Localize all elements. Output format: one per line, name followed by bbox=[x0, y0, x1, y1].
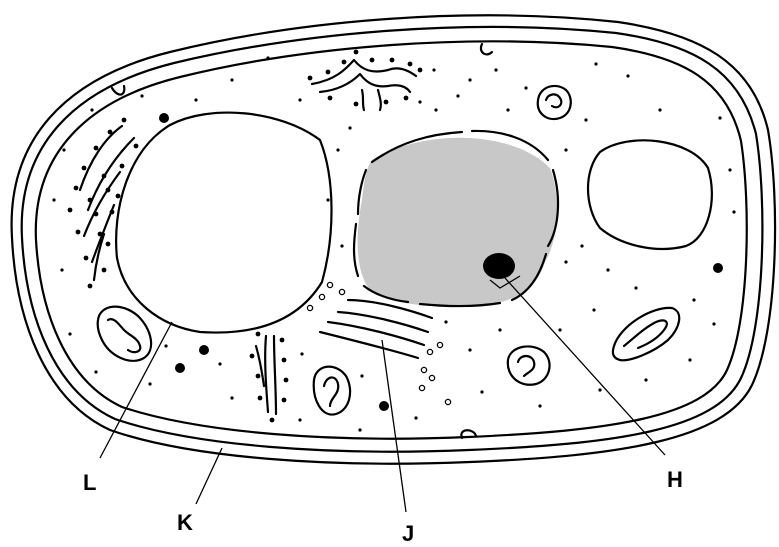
mitochondrion-bottom-center bbox=[508, 346, 550, 384]
nucleus bbox=[358, 138, 558, 307]
label-H: H bbox=[667, 467, 683, 492]
large-vacuole bbox=[116, 113, 331, 333]
small-vacuole bbox=[588, 140, 712, 249]
mitochondrion-upper-right bbox=[538, 86, 571, 119]
nucleolus bbox=[483, 253, 515, 279]
label-L: L bbox=[83, 470, 96, 495]
label-K: K bbox=[177, 510, 193, 535]
leader-line-K bbox=[196, 448, 222, 504]
label-J: J bbox=[402, 521, 414, 546]
mitochondrion-bottom-left bbox=[314, 367, 350, 415]
